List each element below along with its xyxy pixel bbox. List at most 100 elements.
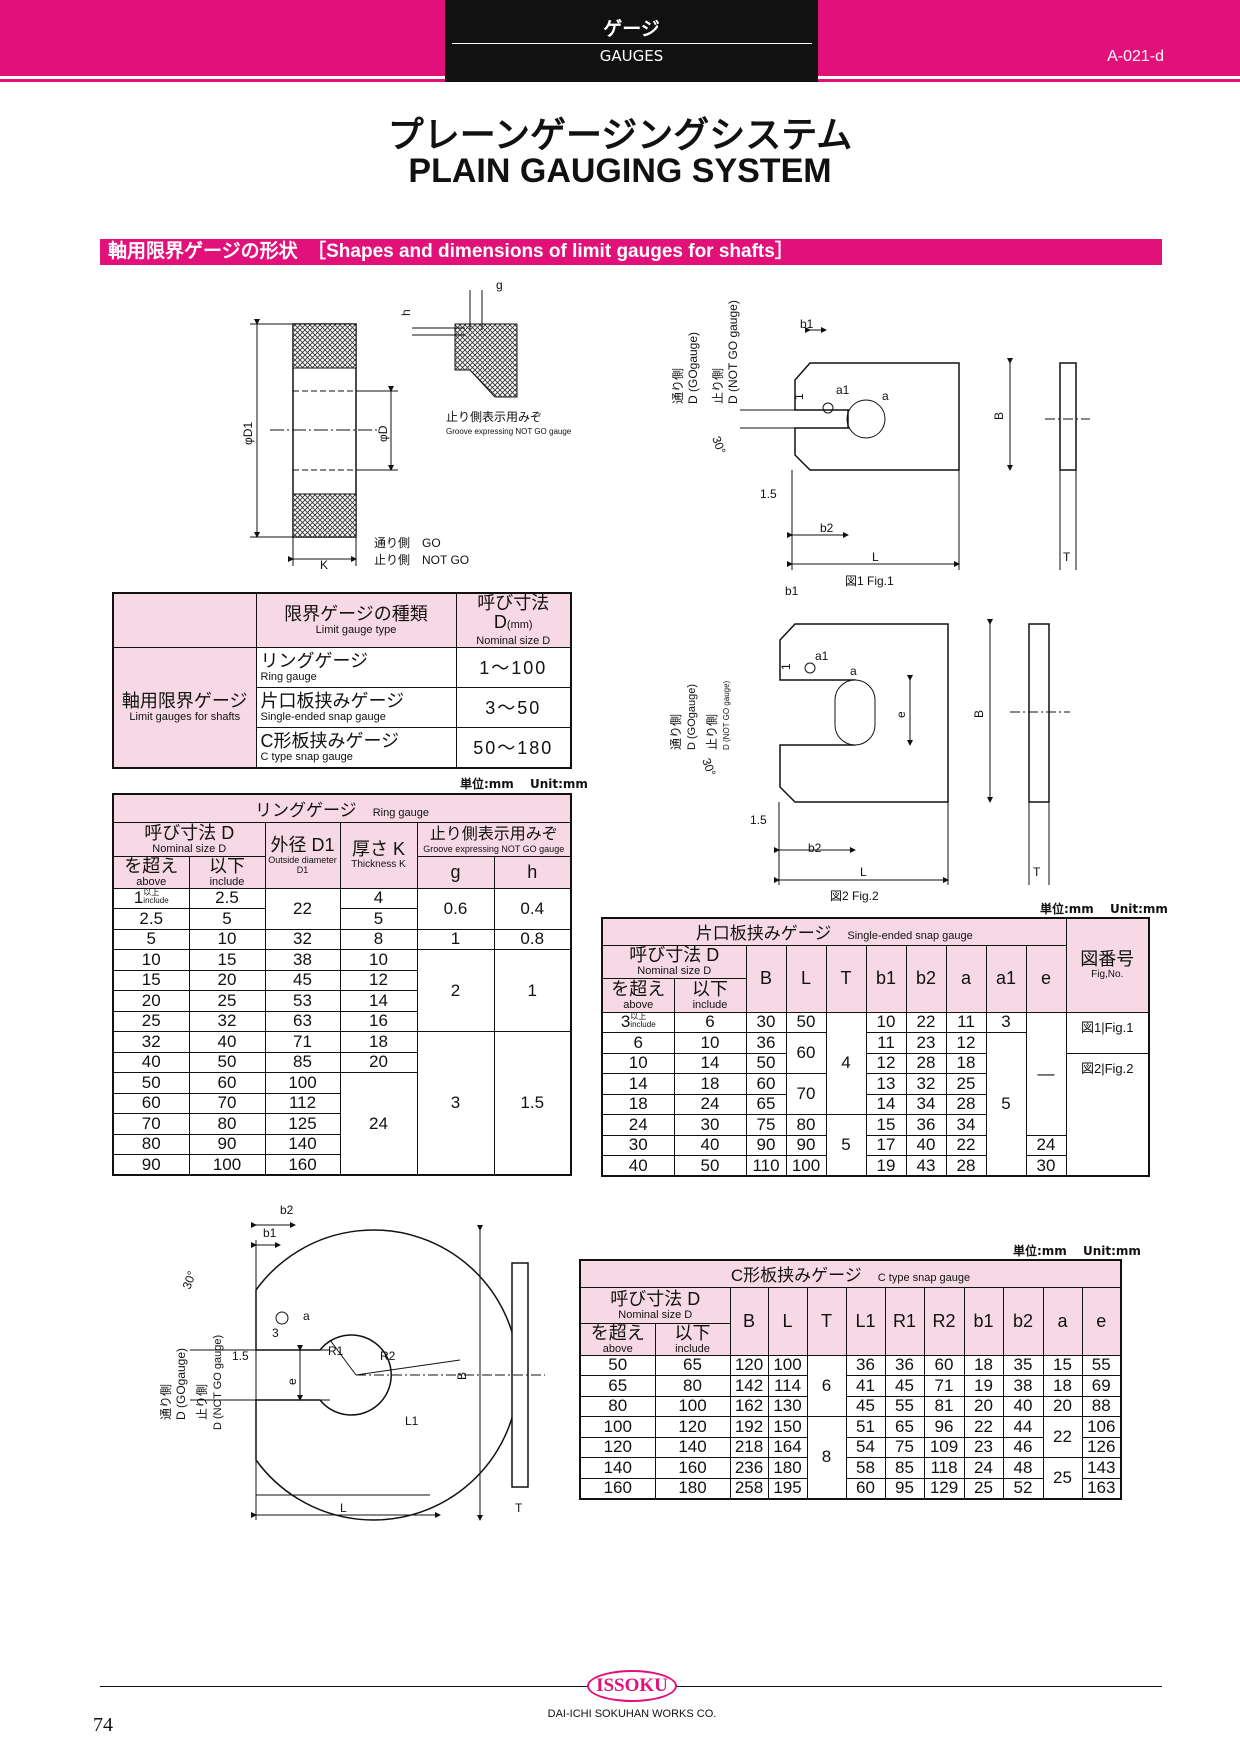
category-box: ゲージ GAUGES xyxy=(445,0,818,82)
fig2-1p5: 1.5 xyxy=(750,813,767,827)
fig2-caption: 図2 Fig.2 xyxy=(830,889,879,903)
table-cell: 69 xyxy=(1081,1375,1122,1397)
fig2-T: T xyxy=(1033,865,1041,879)
col-b1: b1 xyxy=(865,944,907,1013)
blank-cell xyxy=(112,592,257,648)
table-cell: 0.6 xyxy=(416,887,495,930)
table-cell: 163 xyxy=(1081,1477,1122,1499)
table-cell: 54 xyxy=(845,1436,886,1458)
table-cell: 10 xyxy=(673,1032,747,1054)
table-cell: 50 xyxy=(785,1011,827,1033)
table-cell: 5 xyxy=(188,908,266,930)
table-cell: 30 xyxy=(745,1011,787,1033)
table-cell: 45 xyxy=(845,1395,886,1417)
category-jp: ゲージ xyxy=(603,18,660,40)
table-cell: 14 xyxy=(339,990,418,1012)
table-cell: 34 xyxy=(945,1114,987,1136)
table-cell: 90 xyxy=(745,1134,787,1156)
c-L1: L1 xyxy=(405,1414,419,1428)
c-notgo-jp: 止り側 xyxy=(195,1384,209,1420)
table-cell: 22 xyxy=(963,1416,1004,1438)
table-cell: 85 xyxy=(264,1051,341,1073)
table-cell: 10 xyxy=(601,1052,675,1074)
table-cell: 6 xyxy=(806,1354,847,1417)
table-cell: 41 xyxy=(845,1375,886,1397)
table-cell: 36 xyxy=(845,1354,886,1376)
fig2-1: 1 xyxy=(779,663,793,670)
table-cell: 10 xyxy=(865,1011,907,1033)
table-cell: 140 xyxy=(654,1436,731,1458)
table-cell: 50 xyxy=(673,1155,747,1177)
table-cell: 24 xyxy=(601,1114,675,1136)
col-a1: a1 xyxy=(985,944,1027,1013)
c-b2: b2 xyxy=(280,1203,294,1217)
table-cell: 40 xyxy=(905,1134,947,1156)
table-cell: 2.5 xyxy=(188,887,266,909)
category-en: GAUGES xyxy=(599,47,664,65)
table-cell: 90 xyxy=(188,1133,266,1155)
table-cell: 81 xyxy=(923,1395,965,1417)
table-cell: 52 xyxy=(1002,1477,1044,1499)
table-cell: 118 xyxy=(923,1457,965,1479)
table-cell: 75 xyxy=(884,1436,925,1458)
table-cell: 60 xyxy=(188,1072,266,1094)
table-cell: 40 xyxy=(601,1155,675,1177)
table-cell: 1.5 xyxy=(493,1031,572,1176)
table-cell: 100 xyxy=(264,1072,341,1094)
table-cell: 17 xyxy=(865,1134,907,1156)
col-a: a xyxy=(945,944,987,1013)
table-cell: 71 xyxy=(923,1375,965,1397)
table-cell: 20 xyxy=(188,969,266,991)
c-go-jp: 通り側 xyxy=(159,1384,173,1420)
table-cell: 140 xyxy=(264,1133,341,1155)
table-cell: 126 xyxy=(1081,1436,1122,1458)
fig2-go-jp: 通り側 xyxy=(669,714,683,750)
table-cell: 15 xyxy=(112,969,190,991)
c-notgo-en: D (NOT GO gauge) xyxy=(212,1335,224,1430)
company-name: DAI-ICHI SOKUHAN WORKS CO. xyxy=(547,1708,717,1720)
page-code: A-021-d xyxy=(1107,48,1164,65)
table-cell: 58 xyxy=(845,1457,886,1479)
range-ring: 1～100 xyxy=(455,647,572,688)
fig-number-cell: 図1|Fig.1 xyxy=(1065,1011,1150,1054)
fig1-notgo-jp: 止り側 xyxy=(711,368,725,404)
table-cell: 71 xyxy=(264,1031,341,1053)
table-cell: 80 xyxy=(785,1114,827,1136)
ring-go: 通り側 GO xyxy=(374,536,441,550)
table-cell: 164 xyxy=(767,1436,808,1458)
table-cell: 20 xyxy=(112,990,190,1012)
ring-gauge-drawing xyxy=(250,290,518,566)
table-cell: 11 xyxy=(865,1032,907,1054)
col-L: L xyxy=(785,944,827,1013)
table-cell: 1 xyxy=(493,949,572,1032)
table-cell: 160 xyxy=(654,1457,731,1479)
table-cell: 43 xyxy=(905,1155,947,1177)
table-cell: 162 xyxy=(729,1395,769,1417)
table-cell: 25 xyxy=(945,1073,987,1095)
c-b1: b1 xyxy=(263,1226,277,1240)
table-cell: 114 xyxy=(767,1375,808,1397)
table-cell: 80 xyxy=(579,1395,656,1417)
table-cell: 50 xyxy=(188,1051,266,1073)
table-cell: 8 xyxy=(806,1416,847,1499)
table-cell: 51 xyxy=(845,1416,886,1438)
fig2-drawing xyxy=(774,619,1070,885)
table-cell: 110 xyxy=(745,1155,787,1177)
range-c-snap: 50～180 xyxy=(455,726,572,769)
table-cell: 60 xyxy=(785,1032,827,1074)
